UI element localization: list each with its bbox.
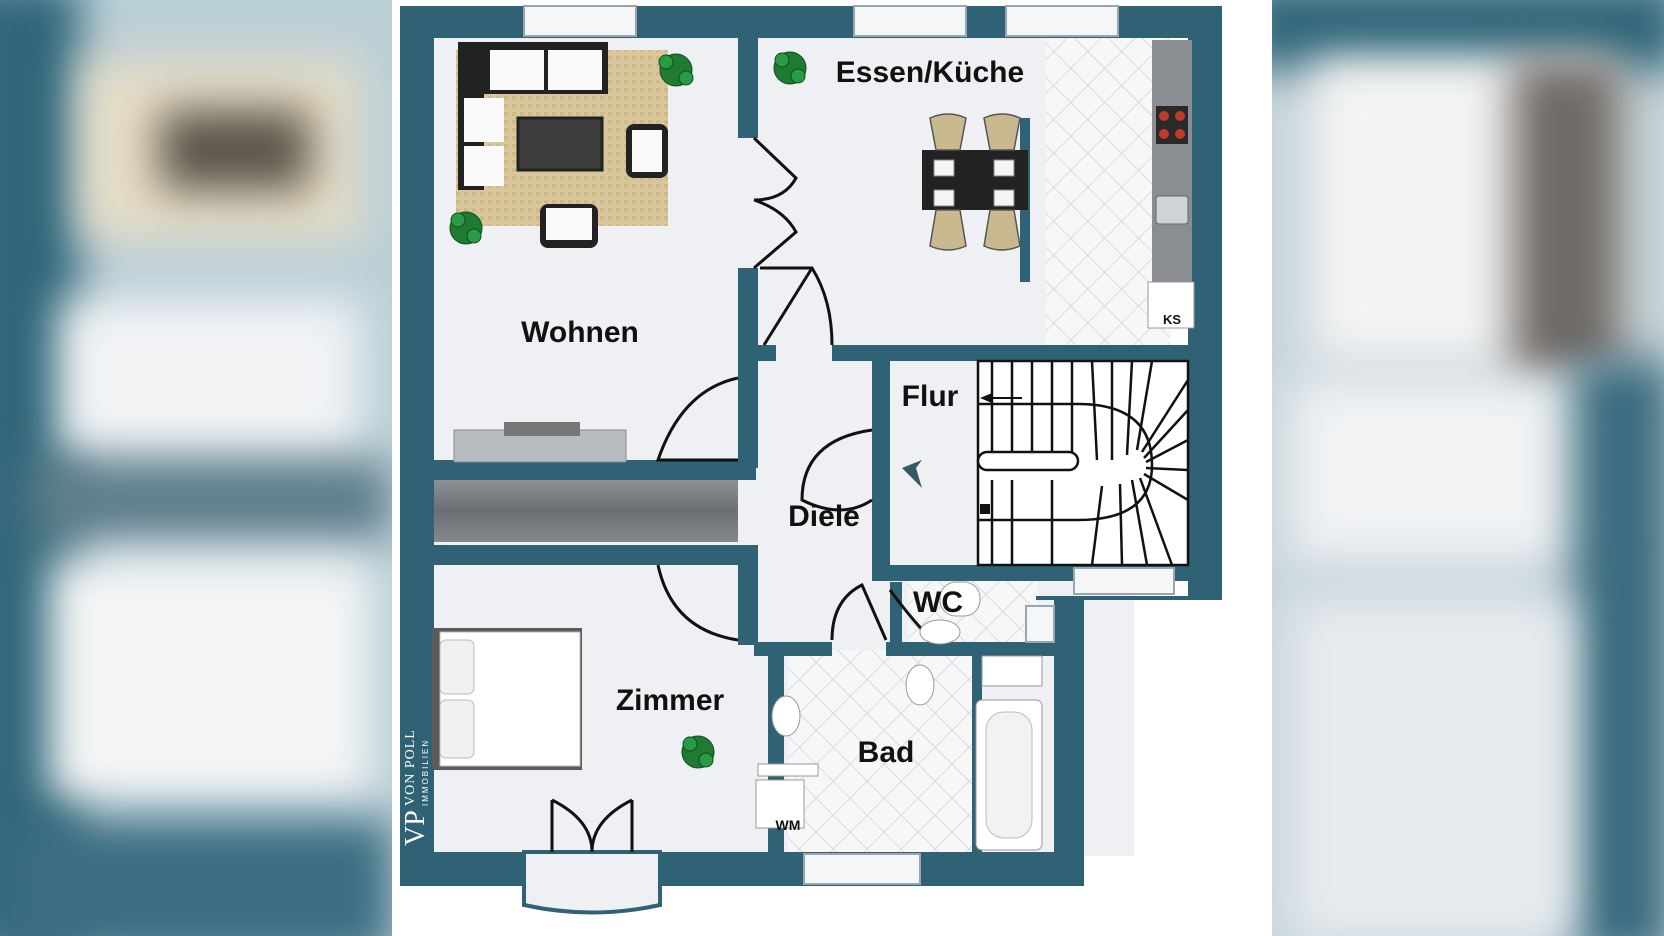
room-label-zimmer: Zimmer <box>616 684 725 717</box>
stair-arrow-icon <box>980 393 992 403</box>
brand-monogram: VP <box>400 810 431 846</box>
room-label-bad: Bad <box>858 736 915 769</box>
fridge-label: KS <box>1163 312 1181 327</box>
bath-tile-floor <box>788 650 974 855</box>
blurred-background-left <box>0 0 392 936</box>
staircase <box>976 359 1190 567</box>
room-label-diele: Diele <box>788 500 860 533</box>
entrance-arrow-icon <box>902 460 922 488</box>
kitchen-counter <box>1152 40 1192 328</box>
bedroom-furniture <box>432 628 582 770</box>
brand-sub: IMMOBILIEN <box>421 739 430 806</box>
living-furniture <box>434 42 738 542</box>
brand-name: VON POLL <box>403 729 418 806</box>
credit-label: McGrundriss <box>1231 481 1247 560</box>
room-label-essen-kueche: Essen/Küche <box>836 56 1024 89</box>
room-label-flur: Flur <box>902 380 959 413</box>
washer-label: WM <box>776 817 801 833</box>
wardrobe <box>434 480 738 542</box>
wc-basin <box>919 619 961 645</box>
sink <box>1155 195 1189 225</box>
floor-plan: Wohnen Essen/Küche Flur Diele WC Zimmer … <box>392 0 1272 936</box>
room-label-wohnen: Wohnen <box>521 316 639 349</box>
room-label-wc: WC <box>913 586 963 619</box>
wc-toilet <box>939 581 981 617</box>
doors <box>550 136 934 853</box>
plant-icons <box>449 51 807 769</box>
washing-machine <box>755 779 805 829</box>
blurred-background-right <box>1272 0 1664 936</box>
brand-logo: VP VON POLL IMMOBILIEN <box>400 729 431 846</box>
kitchen-furniture <box>922 40 1195 329</box>
fridge <box>1147 281 1195 329</box>
bath-basin <box>771 695 801 737</box>
bath-fixtures <box>755 581 1043 851</box>
stair-post <box>980 504 990 514</box>
coffee-table <box>516 116 604 172</box>
toilet <box>905 664 935 706</box>
cooktop <box>1156 106 1188 144</box>
bay-window <box>522 850 662 915</box>
